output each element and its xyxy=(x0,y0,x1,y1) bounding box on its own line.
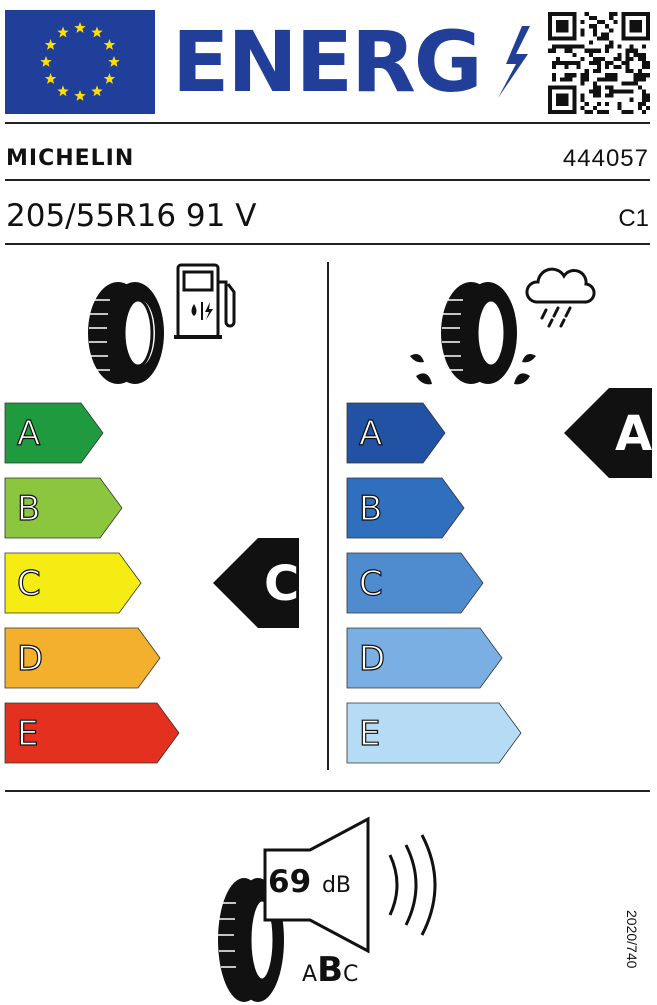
brand-divider xyxy=(5,179,650,181)
rain-cloud-icon xyxy=(525,267,596,328)
energy-wordmark: ENERG xyxy=(172,13,483,111)
eu-star-icon xyxy=(91,85,103,97)
eu-star-icon xyxy=(40,56,52,67)
grade-arrow-c xyxy=(4,552,142,614)
grade-label-e: E xyxy=(359,714,380,754)
noise-value: 69 dB xyxy=(268,864,351,900)
tyre-size: 205/55R16 91 V xyxy=(6,198,257,234)
grade-label-b: B xyxy=(359,489,382,529)
grade-label-a: A xyxy=(17,414,40,454)
grade-arrow-a xyxy=(346,402,446,464)
eu-flag-icon xyxy=(5,10,155,114)
grade-label-d: D xyxy=(17,639,43,679)
grade-label-e: E xyxy=(17,714,38,754)
grade-label-b: B xyxy=(17,489,40,529)
grade-label-c: C xyxy=(17,564,41,604)
eu-star-icon xyxy=(103,73,116,84)
grade-arrow-e xyxy=(4,702,180,764)
eu-star-icon xyxy=(57,26,69,38)
size-divider xyxy=(5,243,650,245)
noise-db-value: 69 xyxy=(268,864,312,900)
noise-class-b: B xyxy=(317,950,343,990)
eu-star-icon xyxy=(44,39,57,50)
product-code: 444057 xyxy=(562,145,649,172)
qr-code[interactable] xyxy=(546,12,652,114)
grade-arrow-c xyxy=(346,552,484,614)
eu-star-icon xyxy=(44,73,57,84)
regulation-number: 2020/740 xyxy=(624,910,640,969)
grade-label-a: A xyxy=(359,414,382,454)
grade-arrow-a xyxy=(4,402,104,464)
noise-icon xyxy=(218,816,437,1002)
eu-star-icon xyxy=(91,26,103,38)
eu-star-icon xyxy=(57,85,69,97)
grade-arrow-d xyxy=(346,627,503,689)
grade-label-d: D xyxy=(359,639,385,679)
noise-class: ABC xyxy=(302,952,358,993)
brand-name: MICHELIN xyxy=(6,146,135,171)
noise-divider xyxy=(5,790,650,792)
eu-star-icon xyxy=(74,90,86,101)
grade-arrow-e xyxy=(346,702,522,764)
rating-letter: C xyxy=(264,556,299,612)
grade-arrow-b xyxy=(346,477,465,539)
lightning-bolt-icon xyxy=(498,26,530,98)
tyre-icon xyxy=(88,282,164,384)
header-divider xyxy=(5,122,650,124)
grade-arrow-d xyxy=(4,627,161,689)
grade-label-c: C xyxy=(359,564,383,604)
noise-db-unit: dB xyxy=(321,873,351,898)
eu-star-icon xyxy=(74,22,86,33)
noise-class-a: A xyxy=(302,962,318,987)
section-divider xyxy=(327,262,329,770)
tyre-icon xyxy=(410,282,536,385)
eu-star-icon xyxy=(108,56,120,67)
rating-marker xyxy=(213,538,299,628)
rating-marker xyxy=(564,388,652,478)
rating-letter: A xyxy=(615,406,652,462)
noise-class-c: C xyxy=(342,962,359,987)
tyre-class: C1 xyxy=(618,205,649,232)
eu-star-icon xyxy=(103,39,116,50)
fuel-pump-icon xyxy=(174,263,236,339)
grade-arrow-b xyxy=(4,477,123,539)
